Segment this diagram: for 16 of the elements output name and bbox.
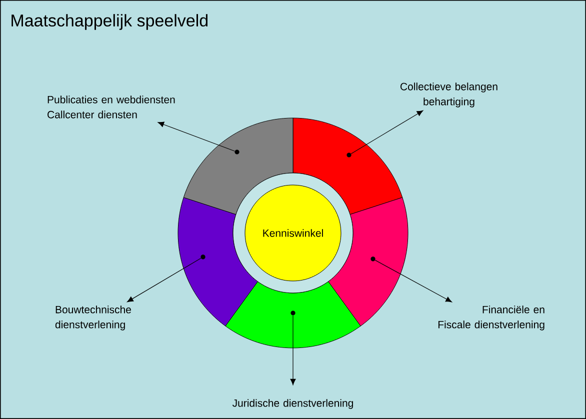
arrow (127, 258, 202, 302)
donut-segment (225, 281, 361, 348)
donut-segment (178, 197, 258, 326)
arrow (374, 260, 452, 302)
donut-segment (183, 118, 294, 215)
segment-label: Collectieve belangen behartiging (400, 82, 498, 108)
arrow (158, 122, 235, 152)
donut-segment (328, 197, 408, 326)
segment-label: Juridische dienstverlening (232, 399, 353, 409)
title: Maatschappelijk speelveld (12, 14, 208, 30)
segment-label: Financiële en Fiscale dienstverlening (438, 306, 544, 330)
arrow (290, 315, 296, 386)
segment-label: Publicaties en webdiensten Callcenter diensten (48, 96, 175, 118)
arrow (350, 110, 424, 154)
segment-label: Bouwtechnische dienstverlening (55, 306, 131, 330)
donut-segment (292, 118, 403, 215)
